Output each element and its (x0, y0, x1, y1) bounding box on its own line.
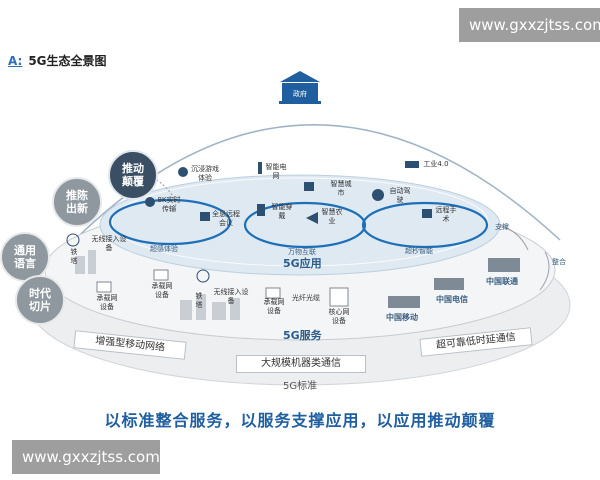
ring-intelligence (361, 201, 489, 249)
ring-experience (108, 198, 232, 246)
category-intelligence: 超秒智能 (405, 247, 433, 255)
app-item-industry-40: 工业4.0 (423, 160, 449, 168)
app-item-8k-transfer: 8K实时传输 (157, 196, 181, 213)
app-item-smart-wearable: 智能穿戴 (271, 203, 293, 220)
slogan: 以标准整合服务，以服务支撑应用，以应用推动颠覆 (104, 411, 496, 430)
service-bearer-network-2: 承载网设备 (151, 282, 173, 299)
operator-china-unicom: 中国联通 (486, 277, 518, 286)
watermark-top: www.gxxzjtss.com (459, 8, 600, 42)
bubble-innovate: 推陈出新 (52, 177, 102, 227)
watermark-bottom: www.gxxzjtss.com (12, 440, 160, 474)
services-layer-title: 5G服务 (283, 329, 322, 342)
service-bearer-network-3: 承载网设备 (263, 298, 285, 315)
figure-title: A: 5G生态全景图 (8, 52, 107, 69)
tower-1: 铁塔 (70, 248, 78, 265)
operator-china-telecom: 中国电信 (436, 295, 468, 304)
service-core-network: 核心网设备 (328, 308, 350, 325)
app-item-autonomous-driving: 自动驾驶 (389, 187, 411, 204)
service-bearer-network-1: 承载网设备 (96, 294, 118, 311)
support-label: 支撑 (495, 223, 509, 231)
app-item-immersive-gaming: 沉浸游戏体验 (191, 165, 219, 182)
standard-mmtc: 大规模机器类通信 (236, 355, 366, 373)
bubble-slicing: 时代切片 (15, 275, 65, 325)
tower-2: 铁塔 (195, 292, 203, 309)
app-item-holographic-meeting: 全息远程会议 (212, 210, 240, 227)
service-wireless-access-1: 无线接入设备 (91, 235, 127, 252)
support-arrow (499, 224, 529, 251)
applications-layer-title: 5G应用 (283, 257, 322, 270)
figure-label: A: (8, 54, 23, 68)
app-item-smart-agriculture: 智慧农业 (321, 208, 343, 225)
integrate-arrow (539, 251, 550, 291)
operator-china-mobile: 中国移动 (386, 313, 418, 322)
service-fiber-cable: 光纤光缆 (292, 294, 320, 302)
app-item-remote-surgery: 远程手术 (435, 206, 457, 223)
category-iot: 万物互联 (288, 248, 316, 256)
service-icons (66, 233, 349, 307)
operator-buildings (388, 258, 520, 308)
app-item-smart-grid: 智能电网 (265, 163, 287, 180)
app-item-smart-city: 智慧城市 (330, 180, 352, 197)
category-experience: 超感体验 (150, 245, 178, 253)
service-wireless-access-2: 无线接入设备 (213, 288, 249, 305)
government-label: 政府 (293, 90, 307, 98)
figure-title-text: 5G生态全景图 (28, 54, 107, 68)
integrate-label: 整合 (552, 258, 566, 266)
app-icons (145, 161, 432, 224)
city-skyline (75, 250, 240, 320)
government-building (279, 71, 321, 104)
ring-iot (243, 201, 367, 249)
bubble-disrupt: 推动颠覆 (108, 150, 158, 200)
standards-layer-title: 5G标准 (283, 381, 318, 392)
